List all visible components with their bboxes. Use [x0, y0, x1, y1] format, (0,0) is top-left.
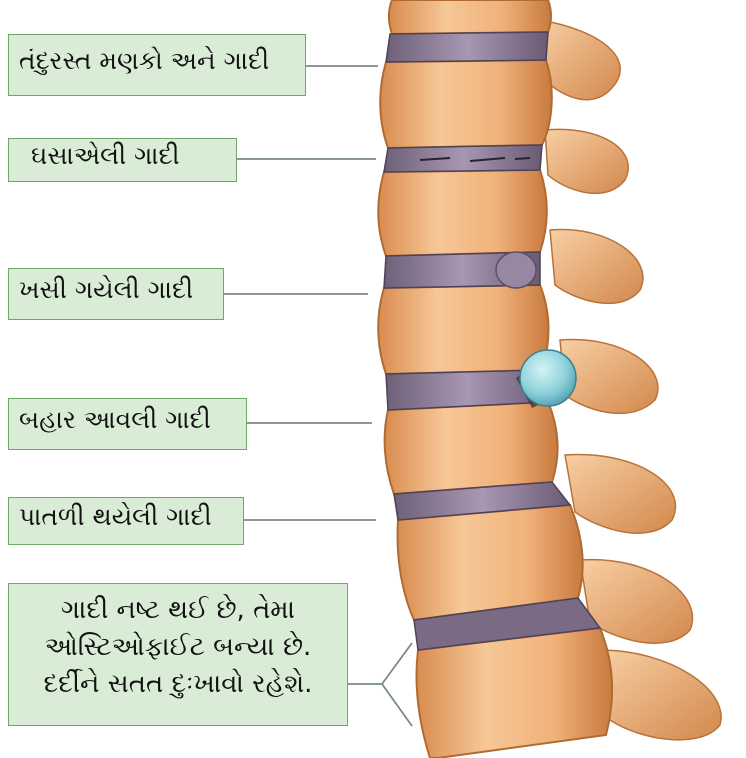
vertebra-7 — [417, 628, 613, 758]
label-worn-disc: ઘસાએલી ગાદી — [8, 138, 237, 182]
vertebra-2 — [380, 60, 552, 148]
label-slipped-disc: ખસી ગયેલી ગાદી — [8, 268, 224, 320]
label-herniated-disc: બહાર આવલી ગાદી — [8, 398, 247, 450]
vertebra-4 — [378, 285, 548, 374]
slipped-disc-bulge — [496, 252, 536, 288]
vertebra-1 — [389, 0, 551, 34]
destroyed-disc-line-1: ગાદી નષ્ટ થઈ છે, તેમા — [19, 592, 337, 629]
label-thinned-disc: પાતળી થયેલી ગાદી — [8, 497, 244, 545]
destroyed-disc-line-3: દર્દીને સતત દુઃખાવો રહેશે. — [19, 666, 337, 703]
vertebra-3 — [378, 170, 547, 256]
vertebra-5 — [385, 402, 558, 494]
leader-destroyed — [382, 643, 412, 726]
disc-healthy — [386, 32, 548, 62]
label-healthy-vertebra-and-disc: તંદુરસ્ત મણકો અને ગાદી — [8, 34, 306, 96]
label-destroyed-disc-osteophytes: ગાદી નષ્ટ થઈ છે, તેમા ઓસ્ટિઓફાઈટ બન્યા છ… — [8, 583, 348, 726]
destroyed-disc-line-2: ઓસ્ટિઓફાઈટ બન્યા છે. — [19, 629, 337, 666]
